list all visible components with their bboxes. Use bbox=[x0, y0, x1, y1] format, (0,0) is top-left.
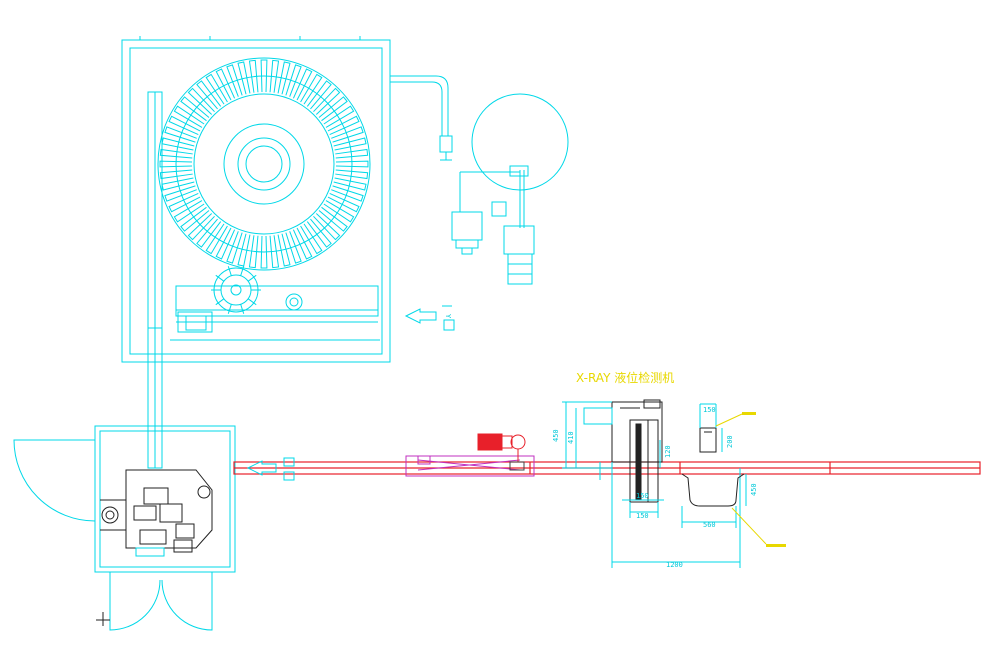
wheel-pocket bbox=[187, 213, 215, 241]
wheel-pocket bbox=[205, 73, 228, 105]
wheel-pocket bbox=[292, 227, 313, 260]
wheel-pocket bbox=[237, 233, 251, 267]
wheel-pocket bbox=[300, 73, 323, 105]
wheel-pocket bbox=[318, 206, 348, 232]
wheel-pocket bbox=[277, 61, 291, 95]
wheel-pocket bbox=[285, 231, 302, 264]
wheel-pocket bbox=[196, 80, 222, 110]
wheel-pocket bbox=[159, 169, 193, 180]
dim-450: 450 bbox=[552, 429, 560, 442]
wheel-pocket bbox=[335, 169, 369, 180]
wheel-pocket bbox=[327, 115, 360, 136]
wheel-pocket bbox=[161, 177, 195, 191]
wheel-pocket bbox=[226, 64, 243, 97]
wheel-pocket bbox=[173, 105, 205, 128]
xray-detector: X-RAY 液位检测机 450 410 120 150 150 bbox=[552, 370, 786, 569]
wheel-pocket bbox=[306, 218, 332, 248]
wheel-pocket bbox=[215, 68, 236, 101]
wheel-pocket bbox=[260, 235, 268, 269]
wheel-pocket bbox=[187, 87, 215, 115]
gear-tooth bbox=[215, 298, 225, 306]
svg-text:Y: Y bbox=[444, 314, 452, 319]
wheel-pocket bbox=[335, 160, 369, 168]
gear-tooth bbox=[240, 266, 245, 276]
main-conveyor bbox=[233, 433, 981, 481]
gear-tooth bbox=[247, 298, 257, 306]
dim-1200: 1200 bbox=[666, 561, 683, 569]
wheel-pocket bbox=[164, 126, 197, 143]
wheel-pocket bbox=[313, 87, 341, 115]
wheel-pocket bbox=[331, 185, 364, 202]
dim-450-b: 450 bbox=[750, 483, 758, 496]
gear-tooth bbox=[227, 304, 232, 314]
dim-150-b: 150 bbox=[636, 512, 649, 520]
wheel-pocket bbox=[164, 185, 197, 202]
wheel-pocket bbox=[205, 223, 228, 255]
dim-200: 200 bbox=[726, 435, 734, 448]
wheel-pocket bbox=[248, 59, 259, 93]
wheel-pocket bbox=[269, 235, 280, 269]
wheel-pocket bbox=[300, 223, 323, 255]
wheel-pocket bbox=[292, 68, 313, 101]
wheel-pocket bbox=[318, 96, 348, 122]
wheel-pocket bbox=[313, 213, 341, 241]
wheel-pocket bbox=[331, 126, 364, 143]
wheel-pocket bbox=[180, 96, 210, 122]
wheel-pocket bbox=[260, 59, 268, 93]
wheel-pocket bbox=[327, 192, 360, 213]
wheel-pocket bbox=[323, 105, 355, 128]
dim-560: 560 bbox=[703, 521, 716, 529]
capping-machine bbox=[13, 425, 236, 631]
drawing-title: X-RAY 液位检测机 bbox=[576, 370, 674, 385]
pipe-and-tank bbox=[390, 75, 569, 285]
dim-410: 410 bbox=[567, 431, 575, 444]
wheel-pocket bbox=[168, 192, 201, 213]
wheel-pocket bbox=[269, 59, 280, 93]
dim-120: 120 bbox=[664, 445, 672, 458]
gear-tooth bbox=[247, 274, 257, 282]
wheel-pocket bbox=[226, 231, 243, 264]
wheel-pocket bbox=[306, 80, 332, 110]
wheel-pocket bbox=[248, 235, 259, 269]
wheel-pocket bbox=[159, 148, 193, 159]
wheel-pocket bbox=[285, 64, 302, 97]
rotary-machine: Y bbox=[121, 36, 455, 363]
wheel-pocket bbox=[335, 148, 369, 159]
wheel-pocket bbox=[159, 160, 193, 168]
gear-tooth bbox=[215, 274, 225, 282]
wheel-pocket bbox=[168, 115, 201, 136]
vertical-chute bbox=[147, 327, 163, 469]
gear-tooth bbox=[240, 304, 245, 314]
gear-tooth bbox=[227, 266, 232, 276]
dim-150-c: 150 bbox=[703, 406, 716, 414]
wheel-pocket bbox=[333, 137, 367, 151]
wheel-pocket bbox=[215, 227, 236, 260]
wheel-pocket bbox=[180, 206, 210, 232]
wheel-pocket bbox=[323, 200, 355, 223]
wheel-pocket bbox=[196, 218, 222, 248]
wheel-pocket bbox=[333, 177, 367, 191]
wheel-pocket bbox=[277, 233, 291, 267]
wheel-pocket bbox=[161, 137, 195, 151]
dim-150-a: 150 bbox=[636, 492, 649, 500]
wheel-pocket bbox=[173, 200, 205, 223]
wheel-pocket bbox=[237, 61, 251, 95]
